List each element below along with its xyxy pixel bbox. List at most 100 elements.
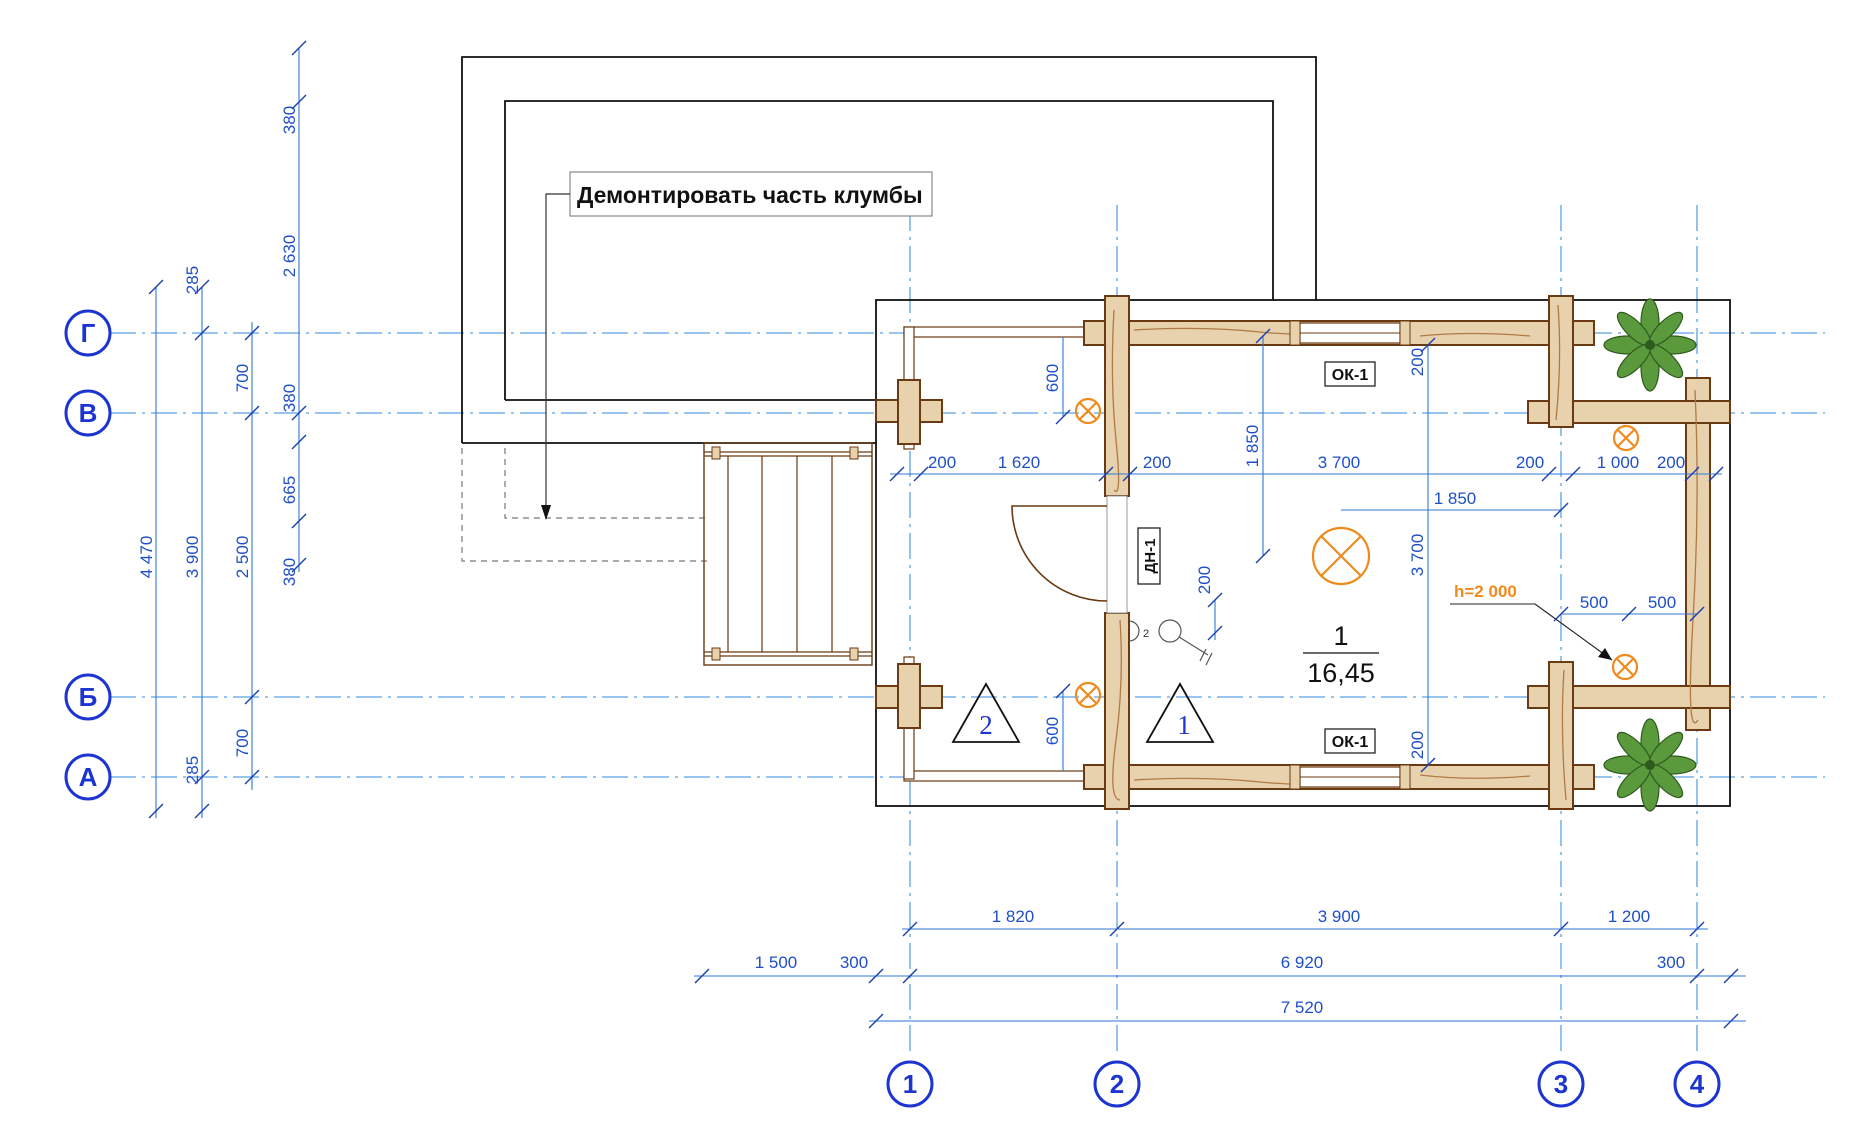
lamp-icon-large bbox=[1311, 526, 1371, 586]
room-number: 1 bbox=[1333, 621, 1348, 651]
dim-i-h1850: 1 850 bbox=[1434, 489, 1477, 508]
lamp-icons bbox=[1074, 397, 1640, 709]
flowerbed bbox=[461, 56, 1317, 562]
plant-icon-top bbox=[1603, 298, 1697, 392]
dim-b2-300-left: 300 bbox=[840, 953, 868, 972]
axis-bubble-2: 2 bbox=[1093, 1060, 1141, 1108]
dim-b2-300-right: 300 bbox=[1657, 953, 1685, 972]
door: ДН-1 bbox=[1011, 495, 1161, 614]
axis-label-4: 4 bbox=[1690, 1069, 1705, 1099]
lamp-icon-right-top bbox=[1612, 424, 1640, 452]
marker-1-text: 1 bbox=[1177, 710, 1191, 740]
dim-far-2630: 2 630 bbox=[280, 235, 299, 278]
post-v bbox=[897, 379, 921, 445]
axis-bubbles: Г В Б А 1 2 3 4 bbox=[64, 309, 1721, 1108]
wall-col3-lower bbox=[1548, 661, 1574, 810]
wall-right bbox=[1685, 377, 1711, 731]
dim-i-200-a: 200 bbox=[928, 453, 956, 472]
axis-bubble-4: 4 bbox=[1673, 1060, 1721, 1108]
demolished-inner-outline bbox=[504, 448, 708, 519]
axis-bubble-1: 1 bbox=[886, 1060, 934, 1108]
wall-connector-bottom bbox=[1527, 685, 1731, 709]
lamp-icon-left-top bbox=[1074, 397, 1102, 425]
dim-i-3700: 3 700 bbox=[1318, 453, 1361, 472]
axis-bubble-g: Г bbox=[64, 309, 112, 357]
dim-i-200-d: 200 bbox=[1657, 453, 1685, 472]
dim-b3-7520: 7 520 bbox=[1281, 998, 1324, 1017]
axis-label-1: 1 bbox=[903, 1069, 917, 1099]
switch-icon: 2 bbox=[1128, 619, 1213, 666]
post-b bbox=[897, 663, 921, 729]
window-tag-bottom: ОК-1 bbox=[1324, 728, 1376, 754]
marker-2-text: 2 bbox=[979, 710, 993, 740]
dim-mid-3900: 3 900 bbox=[183, 536, 202, 579]
dim-overall-4470: 4 470 bbox=[137, 536, 156, 579]
wall-col3-upper bbox=[1548, 295, 1574, 428]
switch-count: 2 bbox=[1143, 628, 1149, 640]
dim-i-600-top: 600 bbox=[1043, 364, 1062, 392]
log-walls bbox=[875, 295, 1731, 810]
demolish-note: Демонтировать часть клумбы bbox=[541, 171, 933, 520]
dim-i-1620: 1 620 bbox=[998, 453, 1041, 472]
axis-label-g: Г bbox=[81, 318, 96, 348]
axis-label-a: А bbox=[79, 762, 98, 792]
dim-i-1000: 1 000 bbox=[1597, 453, 1640, 472]
room-label: 1 16,45 bbox=[1303, 621, 1379, 688]
lamp-icon-left-bottom bbox=[1074, 681, 1102, 709]
dimensions-left: 380 2 630 380 665 380 4 470 285 3 900 28… bbox=[137, 40, 307, 819]
window-top bbox=[1289, 320, 1411, 346]
wall-col2-lower bbox=[1104, 612, 1130, 810]
lamp-icon-right-bottom bbox=[1611, 653, 1639, 681]
dim-i-top-200: 200 bbox=[1408, 348, 1427, 376]
wall-connector-top bbox=[1527, 400, 1731, 424]
dim-far-380-bottom: 380 bbox=[280, 558, 299, 586]
dim-b1-1200: 1 200 bbox=[1608, 907, 1651, 926]
axis-bubble-b: Б bbox=[64, 673, 112, 721]
room-area: 16,45 bbox=[1307, 658, 1375, 688]
dim-i-door-200: 200 bbox=[1195, 566, 1214, 594]
axis-label-b: Б bbox=[79, 682, 98, 712]
dim-i-v1850: 1 850 bbox=[1243, 425, 1262, 468]
dim-far-380-top: 380 bbox=[280, 106, 299, 134]
dim-b2-1500: 1 500 bbox=[755, 953, 798, 972]
dim-i-500-a: 500 bbox=[1580, 593, 1608, 612]
lamp-height-callout: h=2 000 bbox=[1450, 582, 1613, 661]
dim-inner-2500: 2 500 bbox=[233, 536, 252, 579]
dim-b2-6920: 6 920 bbox=[1281, 953, 1324, 972]
note-frame bbox=[569, 171, 933, 217]
lamp-height-text: h=2 000 bbox=[1454, 582, 1517, 601]
axis-bubble-a: А bbox=[64, 753, 112, 801]
platform-outline bbox=[875, 299, 1731, 807]
terrace-frame bbox=[903, 326, 1085, 782]
window-bottom bbox=[1289, 764, 1411, 790]
dim-i-200-b: 200 bbox=[1143, 453, 1171, 472]
dim-b1-1820: 1 820 bbox=[992, 907, 1035, 926]
dim-i-200-c: 200 bbox=[1516, 453, 1544, 472]
dimensions-bottom: 1 820 3 900 1 200 1 500 300 6 920 300 7 … bbox=[694, 907, 1746, 1029]
door-tag-text: ДН-1 bbox=[1142, 539, 1159, 574]
dim-inner-700-top: 700 bbox=[233, 364, 252, 392]
dim-i-v3700: 3 700 bbox=[1408, 534, 1427, 577]
dim-far-380-mid: 380 bbox=[280, 384, 299, 412]
dimensions-interior: 200 1 620 200 3 700 200 1 000 200 1 850 … bbox=[889, 328, 1724, 773]
axis-label-v: В bbox=[79, 398, 98, 428]
dim-mid-285-bottom: 285 bbox=[183, 756, 202, 784]
dim-b1-3900: 3 900 bbox=[1318, 907, 1361, 926]
note-leader-arrow bbox=[541, 505, 551, 520]
dim-mid-285-top: 285 bbox=[183, 266, 202, 294]
axis-bubble-v: В bbox=[64, 389, 112, 437]
axis-label-2: 2 bbox=[1110, 1069, 1124, 1099]
window-tag-bottom-text: ОК-1 bbox=[1332, 734, 1369, 751]
dim-i-500-b: 500 bbox=[1648, 593, 1676, 612]
plant-icon-bottom bbox=[1603, 718, 1697, 812]
wall-col2-upper bbox=[1104, 295, 1130, 497]
window-tag-top-text: ОК-1 bbox=[1332, 367, 1369, 384]
dim-i-600-bottom: 600 bbox=[1043, 717, 1062, 745]
flowerbed-inner-outline bbox=[504, 100, 1274, 400]
note-leader bbox=[545, 193, 570, 512]
dim-far-665: 665 bbox=[280, 476, 299, 504]
note-text: Демонтировать часть клумбы bbox=[577, 182, 923, 208]
demolished-outer-outline bbox=[461, 448, 708, 562]
marker-triangle-2: 2 bbox=[951, 682, 1021, 743]
